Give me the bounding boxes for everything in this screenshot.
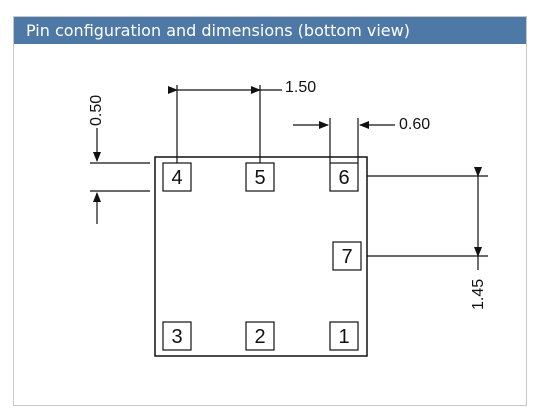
- pin-1: 1: [329, 321, 359, 351]
- pin-2: 2: [245, 321, 275, 351]
- pin-1-label: 1: [338, 326, 349, 348]
- dimension-pad-height-label: 0.50: [88, 95, 105, 126]
- pin-6-label: 6: [338, 167, 349, 189]
- section-header: Pin configuration and dimensions (bottom…: [14, 17, 526, 44]
- dimension-pin-pitch: [168, 85, 282, 163]
- pin-6: 6: [329, 162, 359, 192]
- dimension-pad-width: [293, 118, 395, 163]
- pin-7-label: 7: [341, 246, 352, 268]
- dimension-pad-width-label: 0.60: [399, 116, 430, 133]
- pin-5-label: 5: [254, 167, 265, 189]
- dimension-pin7-offset-label: 1.45: [470, 279, 487, 310]
- pin-4-label: 4: [171, 167, 182, 189]
- dimension-pin7-offset: [367, 167, 488, 270]
- pin-4: 4: [162, 162, 192, 192]
- pin-7: 7: [332, 241, 362, 271]
- dimension-pin-pitch-label: 1.50: [285, 79, 316, 96]
- pin-5: 5: [245, 162, 275, 192]
- dimension-pad-height: [90, 128, 150, 224]
- pin-3: 3: [162, 321, 192, 351]
- pin-3-label: 3: [171, 326, 182, 348]
- pin-2-label: 2: [254, 326, 265, 348]
